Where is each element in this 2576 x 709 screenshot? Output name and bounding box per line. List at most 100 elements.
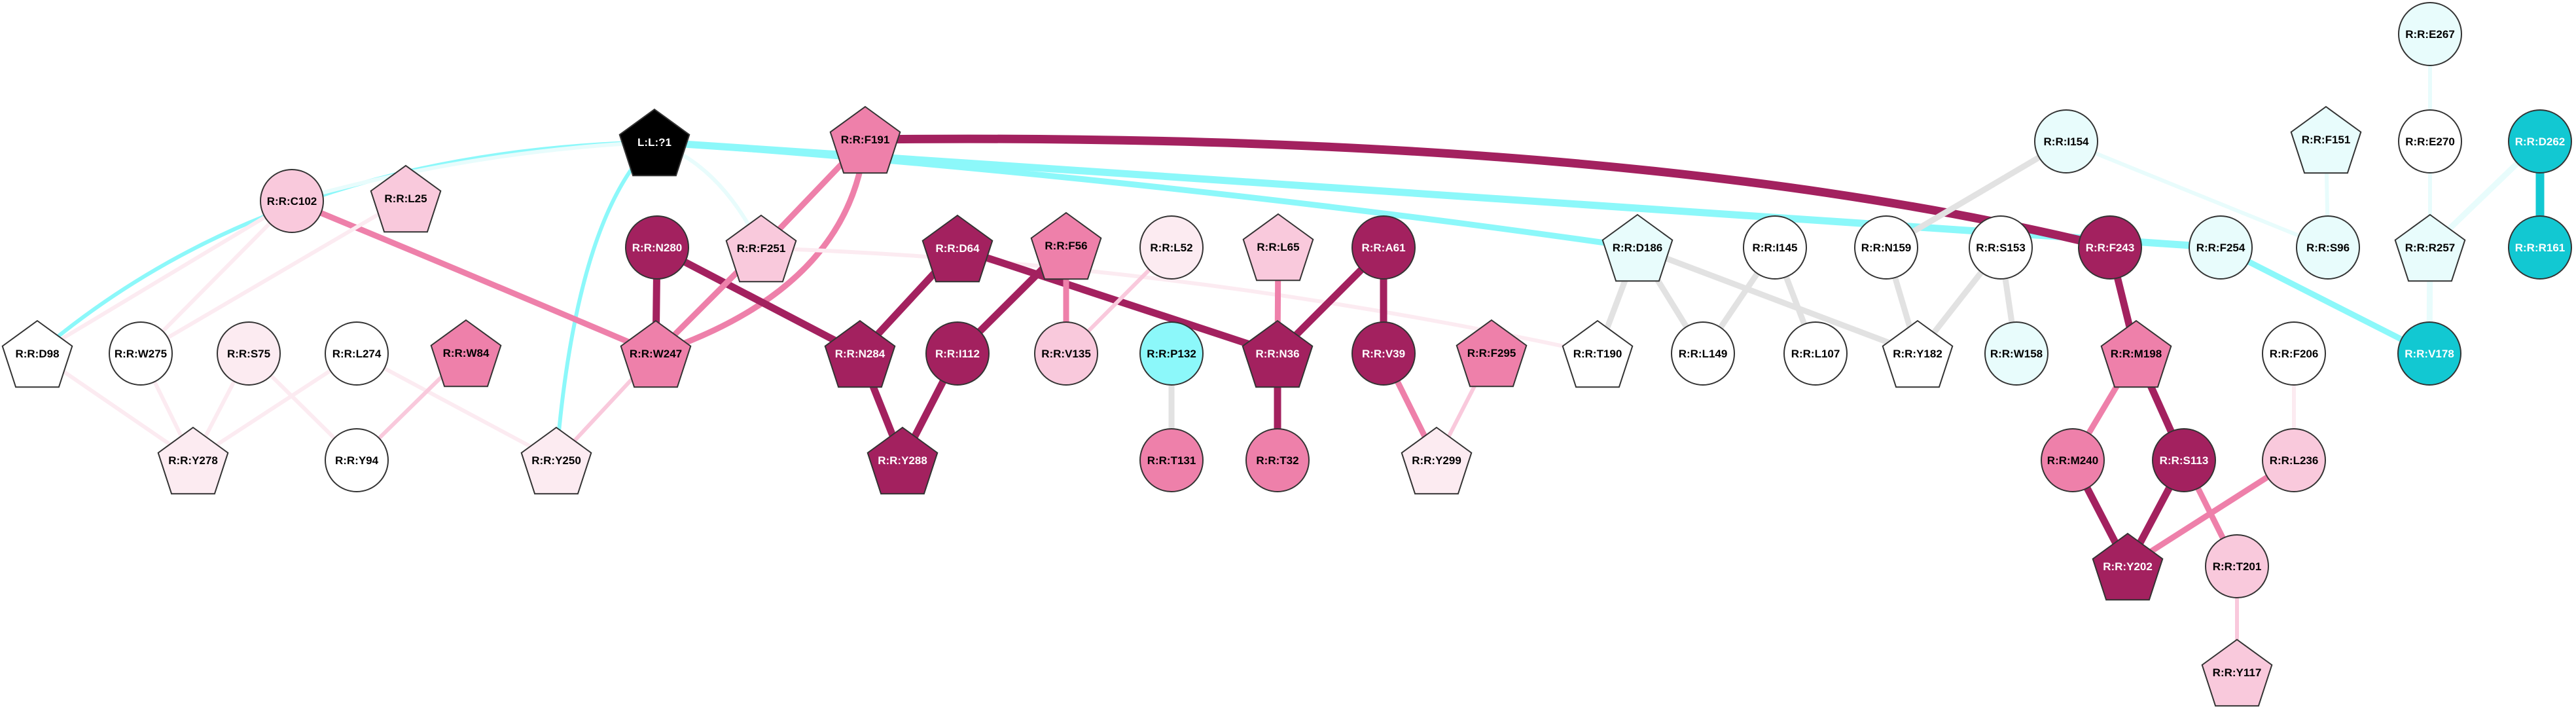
node-r-r-a61[interactable]: R:R:A61: [1351, 215, 1416, 280]
node-r-r-n280[interactable]: R:R:N280: [625, 215, 689, 280]
node-r-r-d98[interactable]: R:R:D98: [1, 319, 73, 388]
node-r-r-w247[interactable]: R:R:W247: [620, 319, 692, 388]
node-label: R:R:L149: [1679, 348, 1728, 360]
node-label: R:R:D262: [2515, 136, 2566, 148]
node-r-r-y250[interactable]: R:R:Y250: [520, 426, 592, 495]
node-r-r-r257[interactable]: R:R:R257: [2394, 213, 2466, 282]
node-label: R:R:Y117: [2213, 666, 2262, 679]
node-r-r-w84[interactable]: R:R:W84: [430, 319, 502, 388]
circle-node-shape: [2041, 428, 2105, 492]
edge-r-r-l25-r-r-w275: [139, 196, 408, 355]
pentagon-node-shape: [2201, 638, 2273, 707]
node-r-r-i145[interactable]: R:R:I145: [1743, 215, 1807, 280]
node-label: R:R:Y299: [1412, 454, 1461, 467]
node-r-r-y182[interactable]: R:R:Y182: [1882, 319, 1954, 388]
edge-l-l-1-r-r-d186: [651, 139, 1641, 251]
node-r-r-t131[interactable]: R:R:T131: [1139, 428, 1204, 492]
node-label: R:R:Y202: [2103, 560, 2153, 573]
node-r-r-s153[interactable]: R:R:S153: [1969, 215, 2033, 280]
node-r-r-s113[interactable]: R:R:S113: [2152, 428, 2216, 492]
node-r-r-e270[interactable]: R:R:E270: [2398, 109, 2462, 173]
pentagon-node-shape: [370, 164, 442, 233]
pentagon-node-shape: [1242, 319, 1314, 388]
node-r-r-f295[interactable]: R:R:F295: [1456, 319, 1528, 388]
circle-node-shape: [1034, 321, 1098, 386]
node-r-r-d262[interactable]: R:R:D262: [2508, 109, 2572, 173]
edge-r-r-f191-r-r-f243: [861, 134, 2115, 252]
node-r-r-i154[interactable]: R:R:I154: [2034, 109, 2098, 173]
circle-node-shape: [2397, 321, 2461, 386]
node-r-r-y117[interactable]: R:R:Y117: [2201, 638, 2273, 707]
node-r-r-l274[interactable]: R:R:L274: [325, 321, 389, 386]
node-r-r-v135[interactable]: R:R:V135: [1034, 321, 1098, 386]
node-r-r-s75[interactable]: R:R:S75: [217, 321, 281, 386]
node-r-r-y94[interactable]: R:R:Y94: [325, 428, 389, 492]
node-r-r-t32[interactable]: R:R:T32: [1245, 428, 1310, 492]
node-label: R:R:F254: [2196, 242, 2245, 254]
node-r-r-y299[interactable]: R:R:Y299: [1401, 426, 1473, 495]
circle-node-shape: [2189, 215, 2253, 280]
node-r-r-c102[interactable]: R:R:C102: [260, 169, 324, 233]
node-r-r-y288[interactable]: R:R:Y288: [867, 426, 939, 495]
node-r-r-m240[interactable]: R:R:M240: [2041, 428, 2105, 492]
node-r-r-p132[interactable]: R:R:P132: [1139, 321, 1204, 386]
node-r-r-r161[interactable]: R:R:R161: [2508, 215, 2572, 280]
node-r-r-f206[interactable]: R:R:F206: [2262, 321, 2326, 386]
circle-node-shape: [2398, 2, 2462, 66]
node-label: R:R:Y94: [335, 454, 379, 467]
node-r-r-f151[interactable]: R:R:F151: [2290, 105, 2362, 174]
node-r-r-i112[interactable]: R:R:I112: [925, 321, 990, 386]
node-r-r-l149[interactable]: R:R:L149: [1671, 321, 1735, 386]
node-label: R:R:L107: [1791, 348, 1840, 360]
node-label: R:R:N284: [835, 348, 885, 360]
circle-node-shape: [2205, 534, 2269, 598]
node-label: R:R:W158: [1990, 348, 2043, 360]
node-label: R:R:F56: [1045, 240, 1087, 252]
node-r-r-n284[interactable]: R:R:N284: [824, 319, 896, 388]
node-l-l-1[interactable]: L:L:?1: [618, 108, 690, 177]
node-label: R:R:S113: [2160, 454, 2209, 467]
node-r-r-t190[interactable]: R:R:T190: [1562, 319, 1634, 388]
node-r-r-e267[interactable]: R:R:E267: [2398, 2, 2462, 66]
node-r-r-f56[interactable]: R:R:F56: [1030, 211, 1102, 280]
node-r-r-v39[interactable]: R:R:V39: [1351, 321, 1416, 386]
circle-node-shape: [325, 321, 389, 386]
node-label: R:R:Y288: [878, 454, 927, 467]
node-r-r-f254[interactable]: R:R:F254: [2189, 215, 2253, 280]
node-r-r-d64[interactable]: R:R:D64: [921, 214, 993, 283]
circle-node-shape: [2034, 109, 2098, 173]
circle-node-shape: [2262, 428, 2326, 492]
node-r-r-d186[interactable]: R:R:D186: [1601, 213, 1673, 282]
edge-l-l-1-r-r-y250: [554, 140, 656, 462]
node-r-r-n36[interactable]: R:R:N36: [1242, 319, 1314, 388]
node-label: R:R:E267: [2405, 28, 2455, 41]
node-r-r-l65[interactable]: R:R:L65: [1242, 213, 1314, 282]
node-label: R:R:V178: [2405, 348, 2454, 360]
node-r-r-m198[interactable]: R:R:M198: [2100, 319, 2172, 388]
node-r-r-l236[interactable]: R:R:L236: [2262, 428, 2326, 492]
node-r-r-v178[interactable]: R:R:V178: [2397, 321, 2461, 386]
pentagon-node-shape: [1601, 213, 1673, 282]
node-r-r-f251[interactable]: R:R:F251: [725, 214, 797, 283]
edge-l-l-1-r-r-c102: [290, 140, 656, 203]
edge-r-r-d186-r-r-y182: [1634, 244, 1921, 357]
pentagon-node-shape: [829, 105, 901, 174]
node-label: R:R:F243: [2086, 242, 2135, 254]
node-r-r-y202[interactable]: R:R:Y202: [2092, 532, 2164, 601]
node-r-r-w275[interactable]: R:R:W275: [109, 321, 173, 386]
node-r-r-f243[interactable]: R:R:F243: [2078, 215, 2142, 280]
circle-node-shape: [2078, 215, 2142, 280]
edge-r-r-i154-r-r-s96: [2064, 139, 2330, 249]
node-r-r-l52[interactable]: R:R:L52: [1139, 215, 1204, 280]
node-r-r-w158[interactable]: R:R:W158: [1984, 321, 2048, 386]
node-label: R:R:C102: [267, 195, 317, 208]
node-r-r-s96[interactable]: R:R:S96: [2296, 215, 2360, 280]
edge-r-r-l274-r-r-y278: [191, 352, 359, 462]
node-r-r-n159[interactable]: R:R:N159: [1854, 215, 1918, 280]
node-r-r-l107[interactable]: R:R:L107: [1783, 321, 1848, 386]
node-r-r-f191[interactable]: R:R:F191: [829, 105, 901, 174]
node-r-r-t201[interactable]: R:R:T201: [2205, 534, 2269, 598]
node-r-r-l25[interactable]: R:R:L25: [370, 164, 442, 233]
pentagon-node-shape: [1030, 211, 1102, 280]
node-r-r-y278[interactable]: R:R:Y278: [157, 426, 229, 495]
